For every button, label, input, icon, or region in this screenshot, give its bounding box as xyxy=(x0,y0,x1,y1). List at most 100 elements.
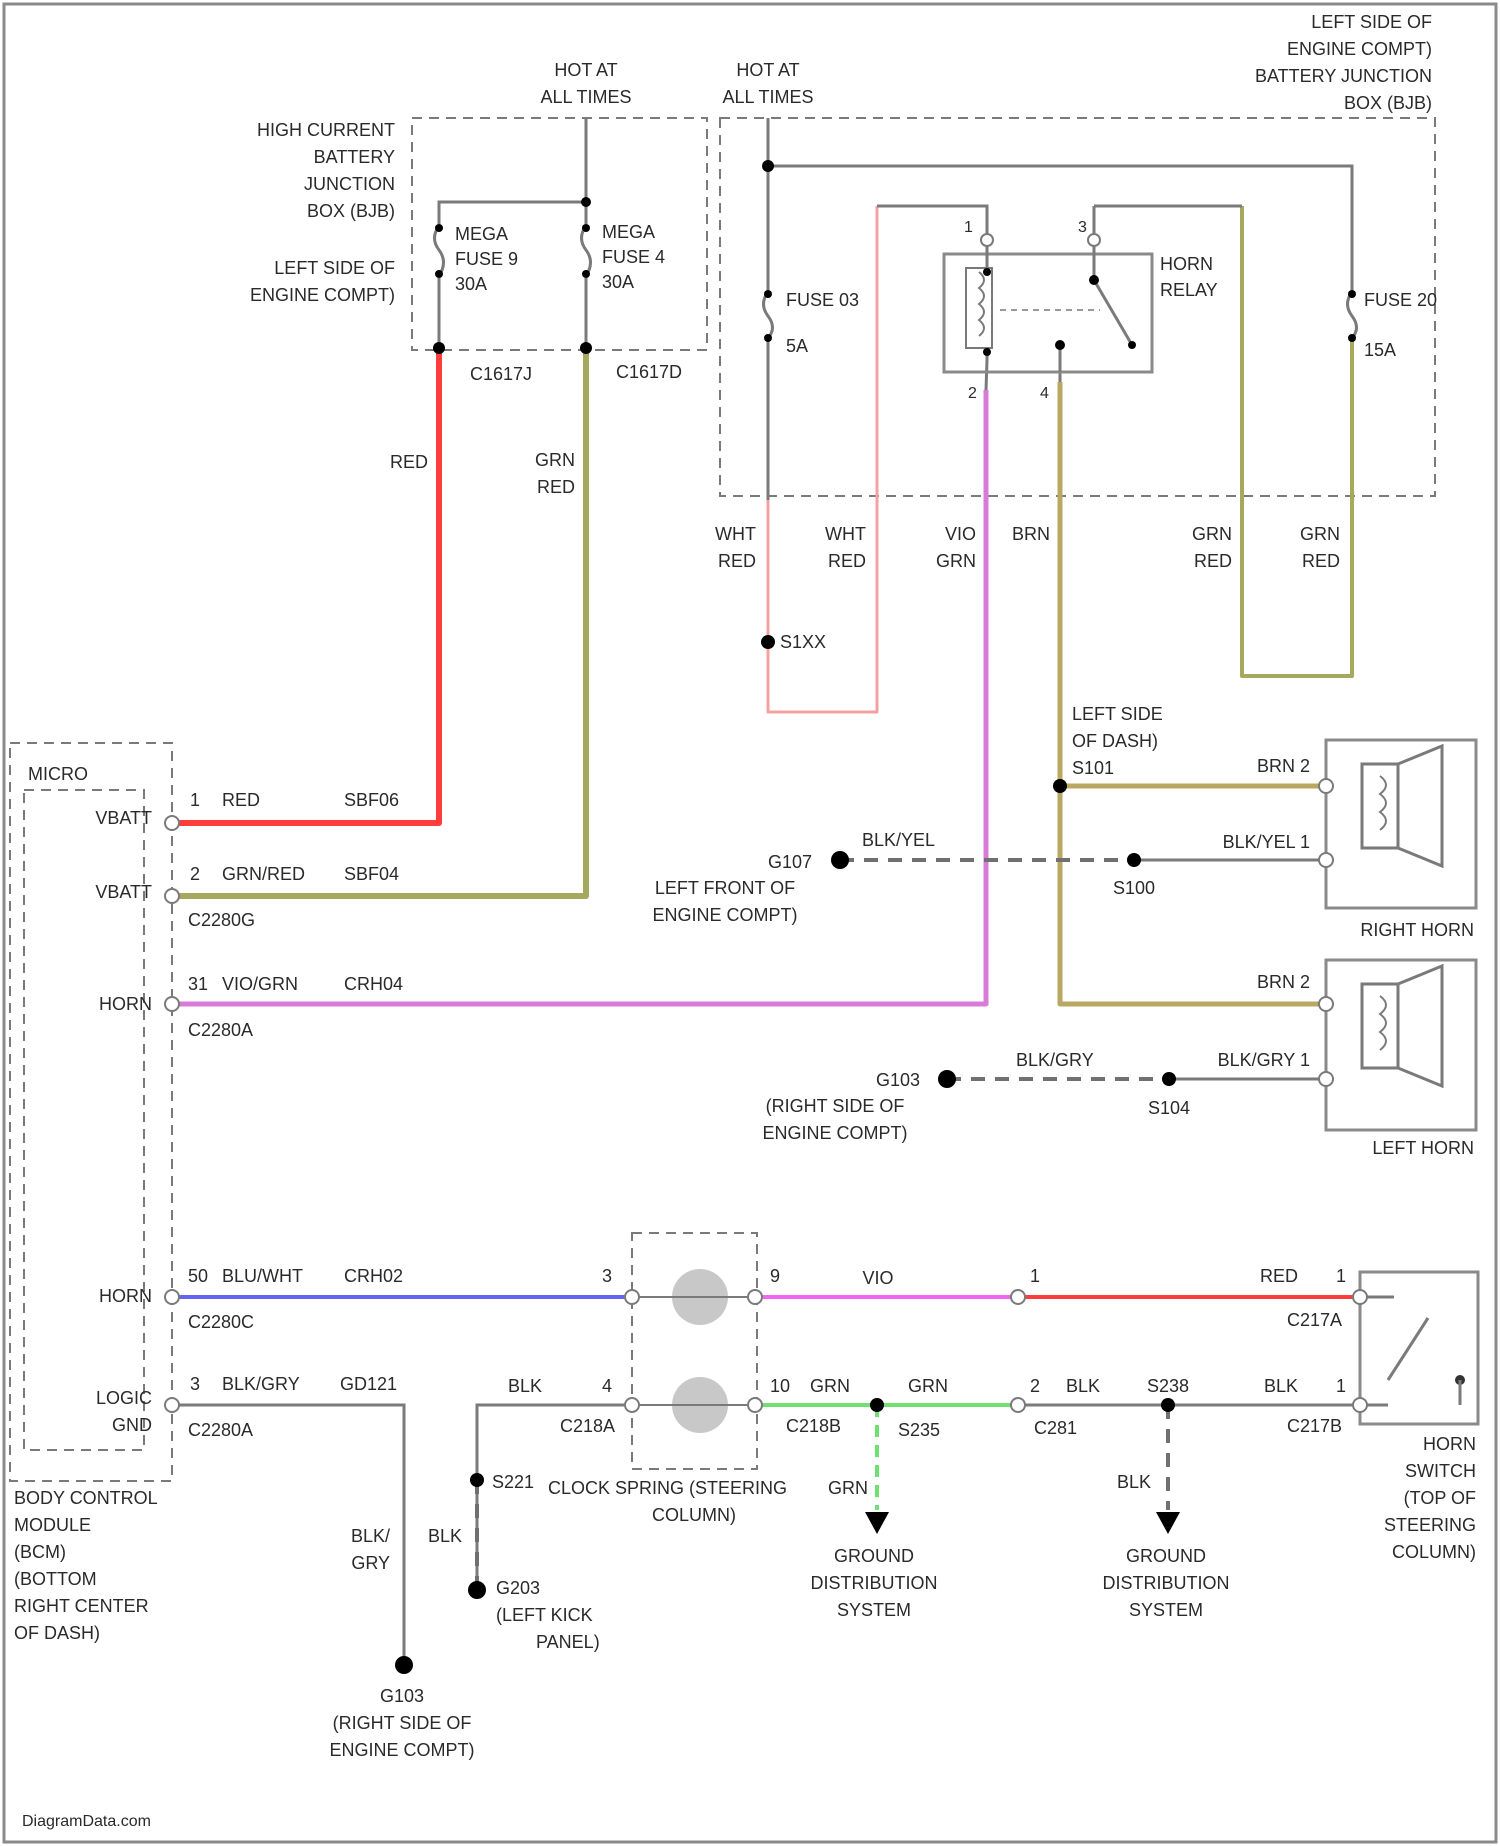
label-line: HORN xyxy=(1160,254,1213,274)
label-line: BATTERY JUNCTION xyxy=(1255,66,1432,86)
label-line: RED xyxy=(1302,551,1340,571)
wire-relay-pin2 xyxy=(986,360,987,390)
diagram-label: SBF04 xyxy=(344,864,399,884)
label-line: DISTRIBUTION xyxy=(1102,1573,1229,1593)
label-line: (LEFT KICK xyxy=(496,1605,593,1625)
diagram-label: 3 xyxy=(1078,219,1087,236)
label-line: MEGA xyxy=(455,224,508,244)
diagram-label: 1 xyxy=(964,219,973,236)
diagram-label: GRN/RED xyxy=(222,864,305,884)
label-line: JUNCTION xyxy=(304,174,395,194)
label-line: LOGIC xyxy=(96,1388,152,1408)
splice-s235 xyxy=(870,1398,884,1412)
diagram-label: 4 xyxy=(602,1376,612,1396)
label-line: WHT xyxy=(825,524,866,544)
label-line: GRN xyxy=(936,551,976,571)
diagram-label: C217A xyxy=(1287,1310,1342,1330)
diagram-label: S1XX xyxy=(780,632,826,652)
watermark: DiagramData.com xyxy=(22,1813,151,1830)
diagram-label: BLK/GRY xyxy=(222,1374,300,1394)
mega-fuse-4 xyxy=(582,224,591,278)
diagram-label: C218A xyxy=(560,1416,615,1436)
ground-g107 xyxy=(831,851,849,869)
label-line: HOT AT xyxy=(736,60,799,80)
label-line: S101 xyxy=(1072,758,1114,778)
label-line: FUSE 20 xyxy=(1364,290,1437,310)
splice-s100 xyxy=(1127,853,1141,867)
diagram-label: S238 xyxy=(1147,1376,1189,1396)
diagram-label: C2280A xyxy=(188,1420,253,1440)
label-line: LEFT SIDE OF xyxy=(1311,12,1432,32)
ground-arrow-grn xyxy=(865,1512,889,1534)
diagram-label: BRN xyxy=(1012,524,1050,544)
left-horn-symbol xyxy=(1326,960,1476,1130)
diagram-label: WHT RED xyxy=(825,524,866,571)
wire-vio-grn-horn xyxy=(177,390,986,1004)
diagram-label: S104 xyxy=(1148,1098,1190,1118)
diagram-label: SBF06 xyxy=(344,790,399,810)
diagram-label: MICRO xyxy=(28,764,88,784)
diagram-label: 2 xyxy=(968,385,977,402)
label-line: ENGINE COMPT) xyxy=(762,1123,907,1143)
diagram-label: VIO GRN xyxy=(936,524,976,571)
diagram-label: 2 xyxy=(190,864,200,884)
diagram-label: RIGHT HORN xyxy=(1360,920,1474,940)
label-line: ALL TIMES xyxy=(722,87,813,107)
diagram-label: CRH02 xyxy=(344,1266,403,1286)
diagram-label: G103 xyxy=(876,1070,920,1090)
label-line: BOX (BJB) xyxy=(1344,93,1432,113)
label-line: 15A xyxy=(1364,340,1396,360)
label-line: HOT AT xyxy=(554,60,617,80)
label-line: 5A xyxy=(786,336,808,356)
diagram-label: VBATT xyxy=(95,808,152,828)
diagram-label: LEFT HORN xyxy=(1372,1138,1474,1158)
label-line: ENGINE COMPT) xyxy=(250,285,395,305)
horn-switch-symbol xyxy=(1360,1272,1478,1424)
label-line: GRN xyxy=(535,450,575,470)
label-line: BODY CONTROL xyxy=(14,1488,158,1508)
diagram-label: HORN RELAY xyxy=(1160,254,1218,300)
diagram-label: C2280C xyxy=(188,1312,254,1332)
diagram-label: BRN 2 xyxy=(1257,756,1310,776)
label-line: RED xyxy=(828,551,866,571)
diagram-label: C1617J xyxy=(470,364,532,384)
ground-arrow-blk xyxy=(1156,1512,1180,1534)
splice-s221 xyxy=(470,1473,484,1487)
label-line: COLUMN) xyxy=(652,1505,736,1525)
label-line: ENGINE COMPT) xyxy=(329,1740,474,1760)
diagram-label: GRNRED xyxy=(1192,524,1232,571)
label-line: COLUMN) xyxy=(1392,1542,1476,1562)
diagram-label: S221 xyxy=(492,1472,534,1492)
relay-switch-arm xyxy=(1094,280,1132,345)
label-line: (RIGHT SIDE OF xyxy=(333,1713,472,1733)
diagram-label: 1 xyxy=(1336,1376,1346,1396)
label-line: VIO xyxy=(945,524,976,544)
label-line: SYSTEM xyxy=(837,1600,911,1620)
splice-s104 xyxy=(1162,1072,1176,1086)
diagram-label: GRNRED xyxy=(1300,524,1340,571)
diagram-label: RED xyxy=(222,790,260,810)
label-line: HORN xyxy=(1423,1434,1476,1454)
diagram-label: 3 xyxy=(602,1266,612,1286)
label-line: LEFT SIDE xyxy=(1072,704,1163,724)
label-line: GROUND xyxy=(1126,1546,1206,1566)
label-line: RELAY xyxy=(1160,280,1218,300)
right-horn-symbol xyxy=(1326,740,1476,908)
wire-grn-red-fuse20 xyxy=(1242,206,1352,676)
label-line: 30A xyxy=(602,272,634,292)
diagram-label: GRN xyxy=(810,1376,850,1396)
diagram-label: BLU/WHT xyxy=(222,1266,303,1286)
wire-red-vbatt xyxy=(177,348,439,823)
diagram-label: 10 xyxy=(770,1376,790,1396)
diagram-label: BRN 2 xyxy=(1257,972,1310,992)
label-line: MODULE xyxy=(14,1515,91,1535)
label-line: (RIGHT SIDE OF xyxy=(766,1096,905,1116)
label-line: ENGINE COMPT) xyxy=(652,905,797,925)
